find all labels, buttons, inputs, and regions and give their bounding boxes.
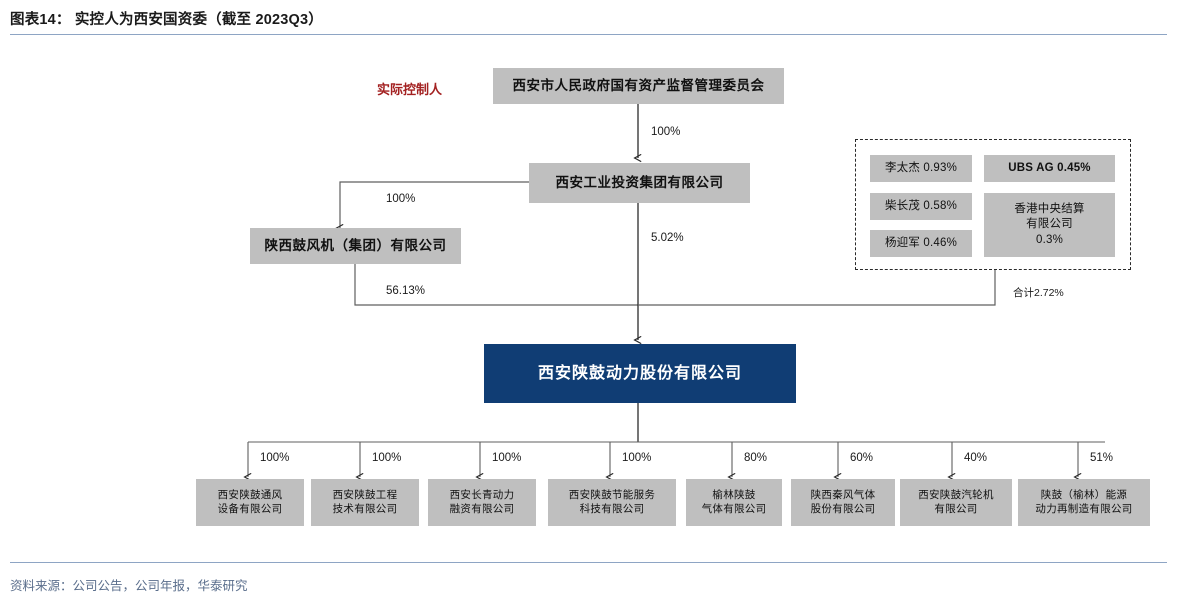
- sub-pct-1: 100%: [260, 452, 290, 464]
- minority-holders-group: [855, 139, 1131, 270]
- sub-pct-4: 100%: [622, 452, 652, 464]
- node-subsidiary-8[interactable]: 陕鼓（榆林）能源 动力再制造有限公司: [1018, 479, 1150, 526]
- sub-pct-7: 40%: [964, 452, 988, 464]
- node-subsidiary-1[interactable]: 西安陕鼓通风 设备有限公司: [196, 479, 304, 526]
- sub-pct-5: 80%: [744, 452, 768, 464]
- footer-divider: [10, 562, 1167, 563]
- holder-box-yang-yingjun[interactable]: 杨迎军 0.46%: [870, 230, 972, 257]
- node-subsidiary-5[interactable]: 榆林陕鼓 气体有限公司: [686, 479, 782, 526]
- edge-label-industrial-to-main: 5.02%: [651, 232, 684, 244]
- holder-box-li-taijie[interactable]: 李太杰 0.93%: [870, 155, 972, 182]
- node-subsidiary-3[interactable]: 西安长青动力 融资有限公司: [428, 479, 536, 526]
- sub-pct-3: 100%: [492, 452, 522, 464]
- title-divider: [10, 34, 1167, 35]
- source-note: 资料来源：公司公告，公司年报，华泰研究: [10, 579, 248, 593]
- node-subsidiary-6[interactable]: 陕西秦风气体 股份有限公司: [791, 479, 895, 526]
- sub-pct-2: 100%: [372, 452, 402, 464]
- sub-pct-6: 60%: [850, 452, 874, 464]
- node-subsidiary-4[interactable]: 西安陕鼓节能服务 科技有限公司: [548, 479, 676, 526]
- holder-box-chai-changmao[interactable]: 柴长茂 0.58%: [870, 193, 972, 220]
- actual-controller-label: 实际控制人: [377, 82, 443, 97]
- node-main-company[interactable]: 西安陕鼓动力股份有限公司: [484, 344, 796, 403]
- node-subsidiary-2[interactable]: 西安陕鼓工程 技术有限公司: [311, 479, 419, 526]
- sub-pct-8: 51%: [1090, 452, 1114, 464]
- node-sasac[interactable]: 西安市人民政府国有资产监督管理委员会: [493, 68, 784, 104]
- edge-label-group-to-main: 56.13%: [386, 285, 426, 297]
- node-subsidiary-7[interactable]: 西安陕鼓汽轮机 有限公司: [900, 479, 1012, 526]
- node-xian-industrial-investment[interactable]: 西安工业投资集团有限公司: [529, 163, 750, 203]
- holder-box-ubs-ag[interactable]: UBS AG 0.45%: [984, 155, 1115, 182]
- holders-total-label: 合计2.72%: [1013, 287, 1064, 299]
- page-title: 图表14： 实控人为西安国资委（截至 2023Q3）: [10, 12, 323, 28]
- node-shaangu-group[interactable]: 陕西鼓风机（集团）有限公司: [250, 228, 461, 264]
- holder-box-hkscc[interactable]: 香港中央结算 有限公司 0.3%: [984, 193, 1115, 257]
- edge-label-industrial-to-group: 100%: [386, 193, 416, 205]
- edge-label-sasac-to-industrial: 100%: [651, 126, 681, 138]
